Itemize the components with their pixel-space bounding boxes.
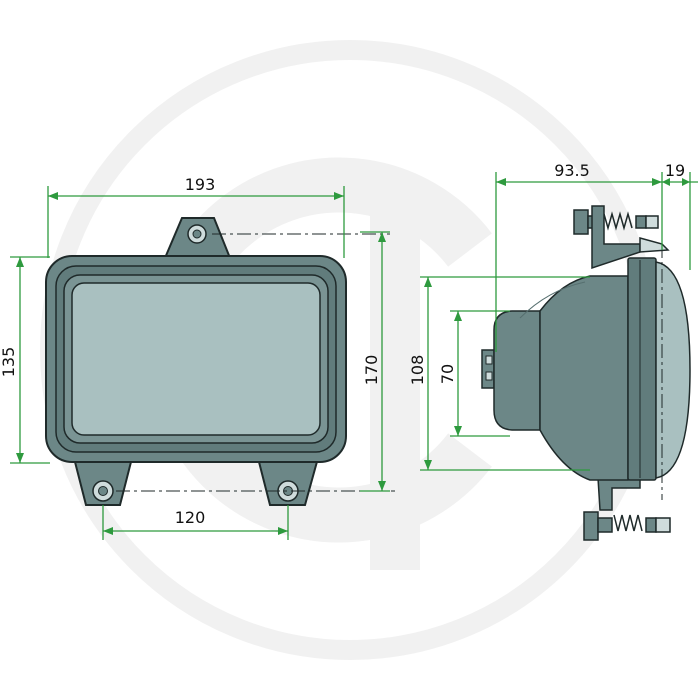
- side-lens: [655, 261, 691, 479]
- side-view: [481, 205, 691, 541]
- dimension-side-socket-height: 70: [438, 364, 457, 384]
- front-lens: [71, 282, 321, 436]
- front-frame: [627, 257, 657, 481]
- dimension-front-width: 193: [185, 175, 216, 194]
- front-dimensions: [10, 186, 390, 540]
- dimension-front-height-with-lugs: 170: [362, 355, 381, 386]
- bottom-adjust-bolt: [583, 511, 671, 541]
- dimension-side-bracket: 19: [665, 161, 685, 180]
- dimension-bottom-lug-spacing: 120: [175, 508, 206, 527]
- reflector-housing: [539, 275, 629, 481]
- dimension-side-depth: 93.5: [554, 161, 590, 180]
- dimension-side-housing-height: 108: [408, 355, 427, 386]
- dimension-front-height: 135: [0, 347, 18, 378]
- rear-bulb-housing: [493, 310, 541, 431]
- front-view: [45, 217, 395, 506]
- side-dimensions: [420, 172, 698, 471]
